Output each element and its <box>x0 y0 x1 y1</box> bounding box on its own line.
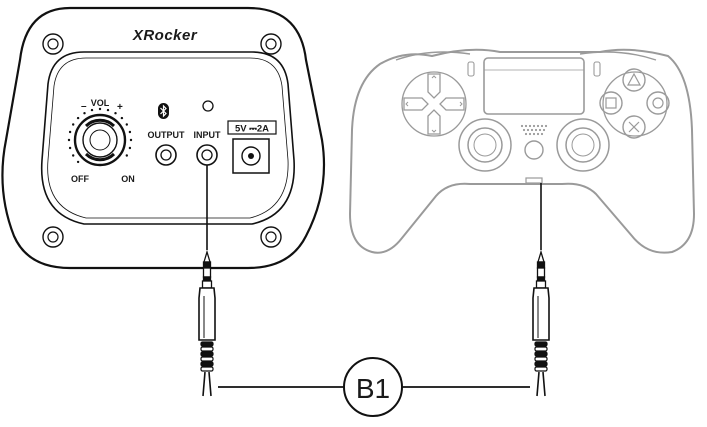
volume-tick <box>129 138 133 142</box>
speaker-hole <box>540 124 544 128</box>
face-buttons <box>599 68 670 139</box>
speaker-hole <box>536 132 540 136</box>
dpad-left-icon[interactable] <box>403 97 429 111</box>
volume-scale-ticks <box>67 107 133 164</box>
speaker-hole <box>542 128 546 132</box>
speaker-hole <box>524 124 528 128</box>
speaker-hole <box>544 124 548 128</box>
speaker-hole <box>532 124 536 128</box>
speaker-hole <box>540 132 544 136</box>
input-jack[interactable] <box>196 144 218 166</box>
volume-tick <box>125 123 128 126</box>
speaker-hole <box>530 128 534 132</box>
share-button[interactable] <box>467 61 475 77</box>
on-label: ON <box>121 174 135 184</box>
volume-tick <box>76 116 80 120</box>
left-cable-tail <box>202 371 206 397</box>
screw-bottom-right <box>260 226 282 248</box>
left-audio-plug <box>198 249 216 372</box>
output-jack[interactable] <box>155 144 177 166</box>
off-label: OFF <box>71 174 89 184</box>
screw-bottom-left <box>42 226 64 248</box>
dpad-up-icon[interactable] <box>427 73 441 99</box>
volume-tick <box>128 146 132 150</box>
speaker-hole <box>536 124 540 128</box>
square-icon[interactable] <box>599 91 623 115</box>
right-analog-stick[interactable] <box>556 118 610 172</box>
dpad-right-icon[interactable] <box>439 97 465 111</box>
panel-inner-plate <box>40 51 295 225</box>
cable-b1-callout: B1 <box>343 357 403 417</box>
circle-icon[interactable] <box>646 91 670 115</box>
headset-port <box>525 177 543 184</box>
volume-tick <box>67 138 71 142</box>
cross-icon[interactable] <box>622 115 646 139</box>
ps-button[interactable] <box>524 140 544 160</box>
speaker-hole <box>520 124 524 128</box>
game-controller <box>348 48 696 254</box>
output-label: OUTPUT <box>148 130 186 140</box>
volume-tick <box>90 108 94 112</box>
dpad-down-icon[interactable] <box>427 109 441 135</box>
panel-inner-rim <box>47 57 289 219</box>
volume-tick <box>128 130 132 134</box>
vol-label: VOL <box>91 98 110 108</box>
speaker-hole <box>526 128 530 132</box>
power-spec-box <box>227 120 277 135</box>
volume-tick <box>72 154 75 157</box>
controller-body <box>348 48 696 254</box>
triangle-icon[interactable] <box>622 68 646 92</box>
power-spec-label: 5V ⎓2A <box>235 124 269 135</box>
screw-top-right <box>260 33 282 55</box>
bluetooth-icon <box>158 103 169 119</box>
status-led <box>202 100 214 112</box>
input-label: INPUT <box>194 130 222 140</box>
power-socket[interactable] <box>232 138 270 174</box>
speaker-hole <box>532 132 536 136</box>
volume-knob[interactable] <box>67 107 133 167</box>
volume-tick <box>68 130 72 134</box>
volume-tick <box>106 108 110 112</box>
brand-logo: XRocker <box>132 27 198 44</box>
vol-minus-label: – <box>81 101 87 112</box>
speaker-hole <box>534 128 538 132</box>
speaker-hole <box>528 124 532 128</box>
left-shoulder-button[interactable] <box>395 51 471 61</box>
screw-top-left <box>42 33 64 55</box>
speaker-hole <box>538 128 542 132</box>
panel-outer-body <box>1 6 326 270</box>
audio-cable <box>198 165 550 397</box>
volume-tick <box>98 107 102 111</box>
volume-tick <box>68 146 72 150</box>
volume-tick <box>114 112 117 115</box>
volume-tick <box>76 160 80 164</box>
touchpad[interactable] <box>483 57 585 115</box>
volume-tick <box>72 123 75 126</box>
volume-tick <box>83 112 86 115</box>
speaker-hole <box>524 132 528 136</box>
dpad[interactable] <box>401 71 467 137</box>
volume-tick <box>125 154 128 157</box>
left-analog-stick[interactable] <box>458 118 512 172</box>
right-cable-tail-2 <box>542 371 546 397</box>
right-audio-plug <box>532 249 550 372</box>
speaker-hole <box>528 132 532 136</box>
left-cable-tail-2 <box>208 371 212 397</box>
cable-b1-label: B1 <box>356 373 390 404</box>
speaker-hole <box>522 128 526 132</box>
volume-tick <box>120 116 124 120</box>
right-shoulder-button[interactable] <box>579 51 657 61</box>
options-button[interactable] <box>593 61 601 77</box>
vol-plus-label: + <box>117 102 123 113</box>
control-panel: XRocker – VOL + OFF ON OUTPUT INPUT <box>1 6 326 270</box>
right-cable-tail <box>536 371 540 397</box>
speaker-grille <box>520 124 548 136</box>
